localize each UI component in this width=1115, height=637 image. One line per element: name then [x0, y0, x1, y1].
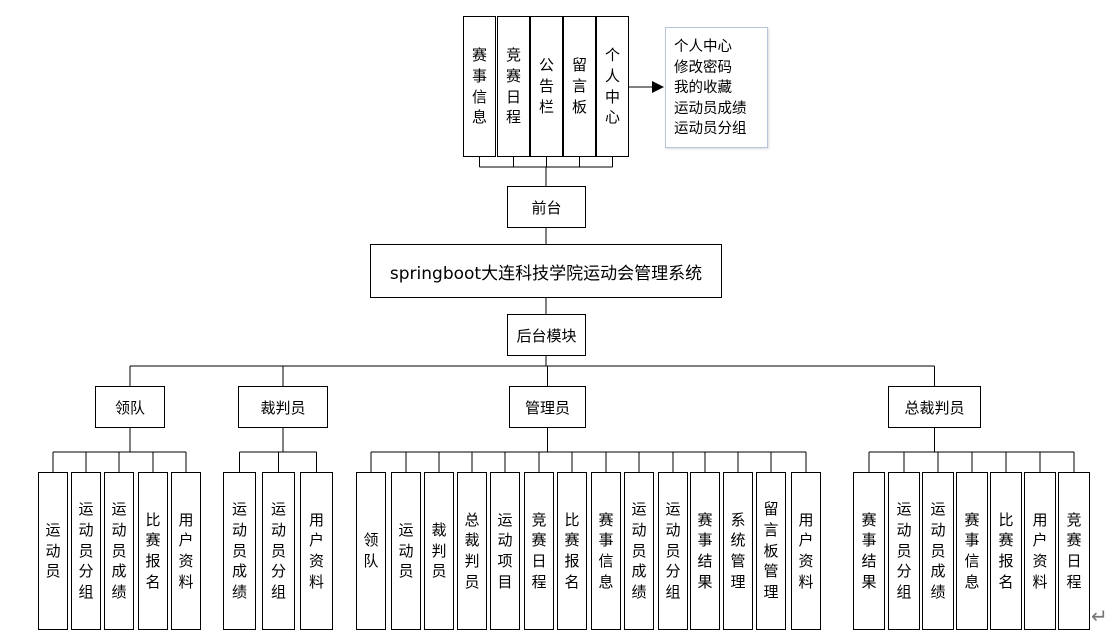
frontend-box: 前台	[507, 186, 586, 228]
paragraph-mark-icon: ↵	[1091, 604, 1108, 628]
module-box-label: 赛事信息	[964, 510, 980, 591]
module-box: 竞赛日程	[1058, 472, 1090, 630]
module-box: 运动员分组	[262, 472, 295, 630]
module-box-label: 运动员成绩	[111, 500, 127, 602]
front-menu-item: 留言板	[563, 16, 596, 157]
role-box: 领队	[95, 386, 165, 428]
module-box-label: 裁判员	[431, 520, 447, 581]
submenu-item: 运动员成绩	[674, 100, 747, 117]
module-box: 运动员	[38, 472, 68, 630]
module-box: 运动员分组	[658, 472, 688, 630]
module-box: 运动员成绩	[104, 472, 134, 630]
module-box: 用户资料	[791, 472, 821, 630]
front-menu-item-label: 公告栏	[539, 56, 555, 116]
backend-box-label: 后台模块	[516, 326, 577, 345]
module-box-label: 运动员	[45, 520, 61, 581]
module-box-label: 用户资料	[309, 510, 325, 591]
front-menu-item: 个人中心	[596, 16, 629, 157]
module-box: 总裁判员	[457, 472, 487, 630]
submenu-item: 我的收藏	[674, 80, 732, 96]
front-menu-item-label: 竞赛日程	[506, 46, 522, 127]
module-box-label: 竞赛日程	[1066, 510, 1082, 591]
arrow-head-icon	[652, 81, 664, 93]
module-box-label: 领队	[363, 531, 379, 570]
module-box-label: 竞赛日程	[531, 510, 547, 591]
module-box: 运动员分组	[71, 472, 101, 630]
module-box-label: 运动员成绩	[930, 500, 946, 602]
module-box: 领队	[356, 472, 386, 630]
module-box-label: 比赛报名	[145, 510, 161, 591]
module-box-label: 用户资料	[1032, 510, 1048, 591]
frontend-box-label: 前台	[531, 198, 562, 217]
module-box: 赛事信息	[956, 472, 988, 630]
module-box-label: 运动员分组	[896, 500, 912, 602]
role-box-label: 裁判员	[260, 398, 306, 417]
module-box: 运动员	[391, 472, 421, 630]
front-menu-item: 公告栏	[530, 16, 563, 157]
personal-center-submenu: 个人中心修改密码我的收藏运动员成绩运动员分组	[665, 27, 768, 148]
module-box: 运动员成绩	[922, 472, 954, 630]
system-title-box-label: springboot大连科技学院运动会管理系统	[389, 263, 703, 284]
module-box-label: 赛事结果	[697, 510, 713, 591]
module-box: 比赛报名	[990, 472, 1022, 630]
module-box: 裁判员	[424, 472, 454, 630]
role-box: 总裁判员	[888, 386, 981, 428]
module-box: 赛事结果	[853, 472, 885, 630]
module-box-label: 比赛报名	[564, 510, 580, 591]
module-box: 运动员成绩	[223, 472, 256, 630]
module-box-label: 运动员分组	[665, 500, 681, 602]
module-box: 比赛报名	[557, 472, 587, 630]
module-box: 赛事信息	[591, 472, 621, 630]
module-box-label: 运动员分组	[78, 500, 94, 602]
module-box-label: 用户资料	[178, 510, 194, 591]
role-box: 裁判员	[238, 386, 328, 428]
module-box: 用户资料	[300, 472, 333, 630]
role-box: 管理员	[509, 386, 586, 428]
module-box: 留言板管理	[756, 472, 786, 630]
front-menu-item-label: 留言板	[572, 56, 588, 116]
module-box: 用户资料	[1024, 472, 1056, 630]
backend-box: 后台模块	[507, 314, 586, 356]
submenu-item: 个人中心	[674, 39, 732, 55]
front-menu-item: 竞赛日程	[497, 16, 530, 157]
module-box-label: 赛事信息	[598, 510, 614, 591]
module-box-label: 总裁判员	[464, 510, 480, 591]
module-box-label: 运动项目	[497, 510, 513, 591]
module-box-label: 系统管理	[730, 510, 746, 591]
front-menu-item: 赛事信息	[463, 16, 496, 157]
module-box: 运动员分组	[888, 472, 920, 630]
module-box-label: 比赛报名	[998, 510, 1014, 591]
module-box: 竞赛日程	[524, 472, 554, 630]
system-title-box: springboot大连科技学院运动会管理系统	[370, 244, 722, 298]
front-menu-item-label: 个人中心	[605, 46, 621, 127]
module-box: 用户资料	[171, 472, 201, 630]
role-box-label: 管理员	[524, 398, 570, 417]
module-box: 比赛报名	[138, 472, 168, 630]
module-box-label: 用户资料	[798, 510, 814, 591]
module-box: 运动员成绩	[624, 472, 654, 630]
role-box-label: 领队	[114, 398, 145, 417]
module-box-label: 留言板管理	[763, 500, 779, 602]
module-box-label: 运动员	[398, 520, 414, 581]
front-menu-item-label: 赛事信息	[472, 46, 488, 127]
module-box-label: 运动员分组	[271, 500, 287, 602]
submenu-item: 运动员分组	[674, 121, 747, 137]
module-box: 赛事结果	[690, 472, 720, 630]
module-box-label: 运动员成绩	[631, 500, 647, 602]
module-box-label: 赛事结果	[861, 510, 877, 591]
role-box-label: 总裁判员	[904, 398, 965, 417]
module-box: 系统管理	[723, 472, 753, 630]
module-box-label: 运动员成绩	[232, 500, 248, 602]
module-box: 运动项目	[490, 472, 520, 630]
submenu-item: 修改密码	[674, 59, 732, 76]
